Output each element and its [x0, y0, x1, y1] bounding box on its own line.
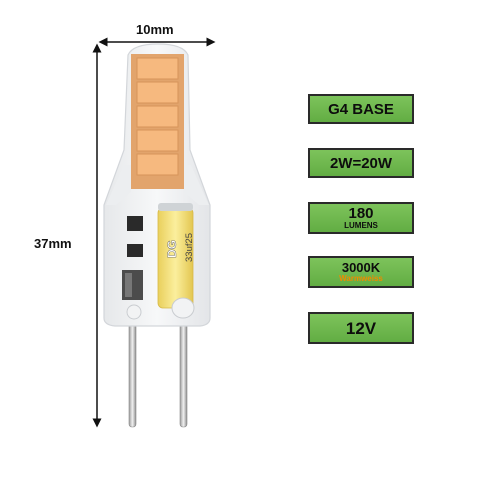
color-temp-value: 3000K [341, 260, 381, 275]
color-temp-name: Warmweiss [339, 274, 383, 283]
small-component-1 [127, 216, 143, 231]
right-pin [179, 314, 188, 428]
base-type-badge: G4 BASE [308, 94, 414, 124]
base-type-text: G4 BASE [328, 100, 394, 118]
height-label: 37mm [34, 236, 72, 251]
bulb-brand-text: DG [165, 240, 179, 258]
left-pin [128, 314, 137, 428]
small-component-2 [127, 244, 143, 257]
voltage-text: 12V [345, 318, 377, 338]
lumens-badge: 180 LUMENS [308, 202, 414, 234]
width-label: 10mm [136, 22, 174, 37]
voltage-badge: 12V [308, 312, 414, 344]
power-text: 2W=20W [329, 154, 393, 172]
led-chips [136, 57, 179, 176]
lumens-value: 180 [348, 205, 374, 222]
color-temp-badge: 3000K Warmweiss [308, 256, 414, 288]
lumens-unit: LUMENS [344, 221, 378, 230]
bulb-code-text: 33uf25 [184, 233, 195, 262]
power-badge: 2W=20W [308, 148, 414, 178]
